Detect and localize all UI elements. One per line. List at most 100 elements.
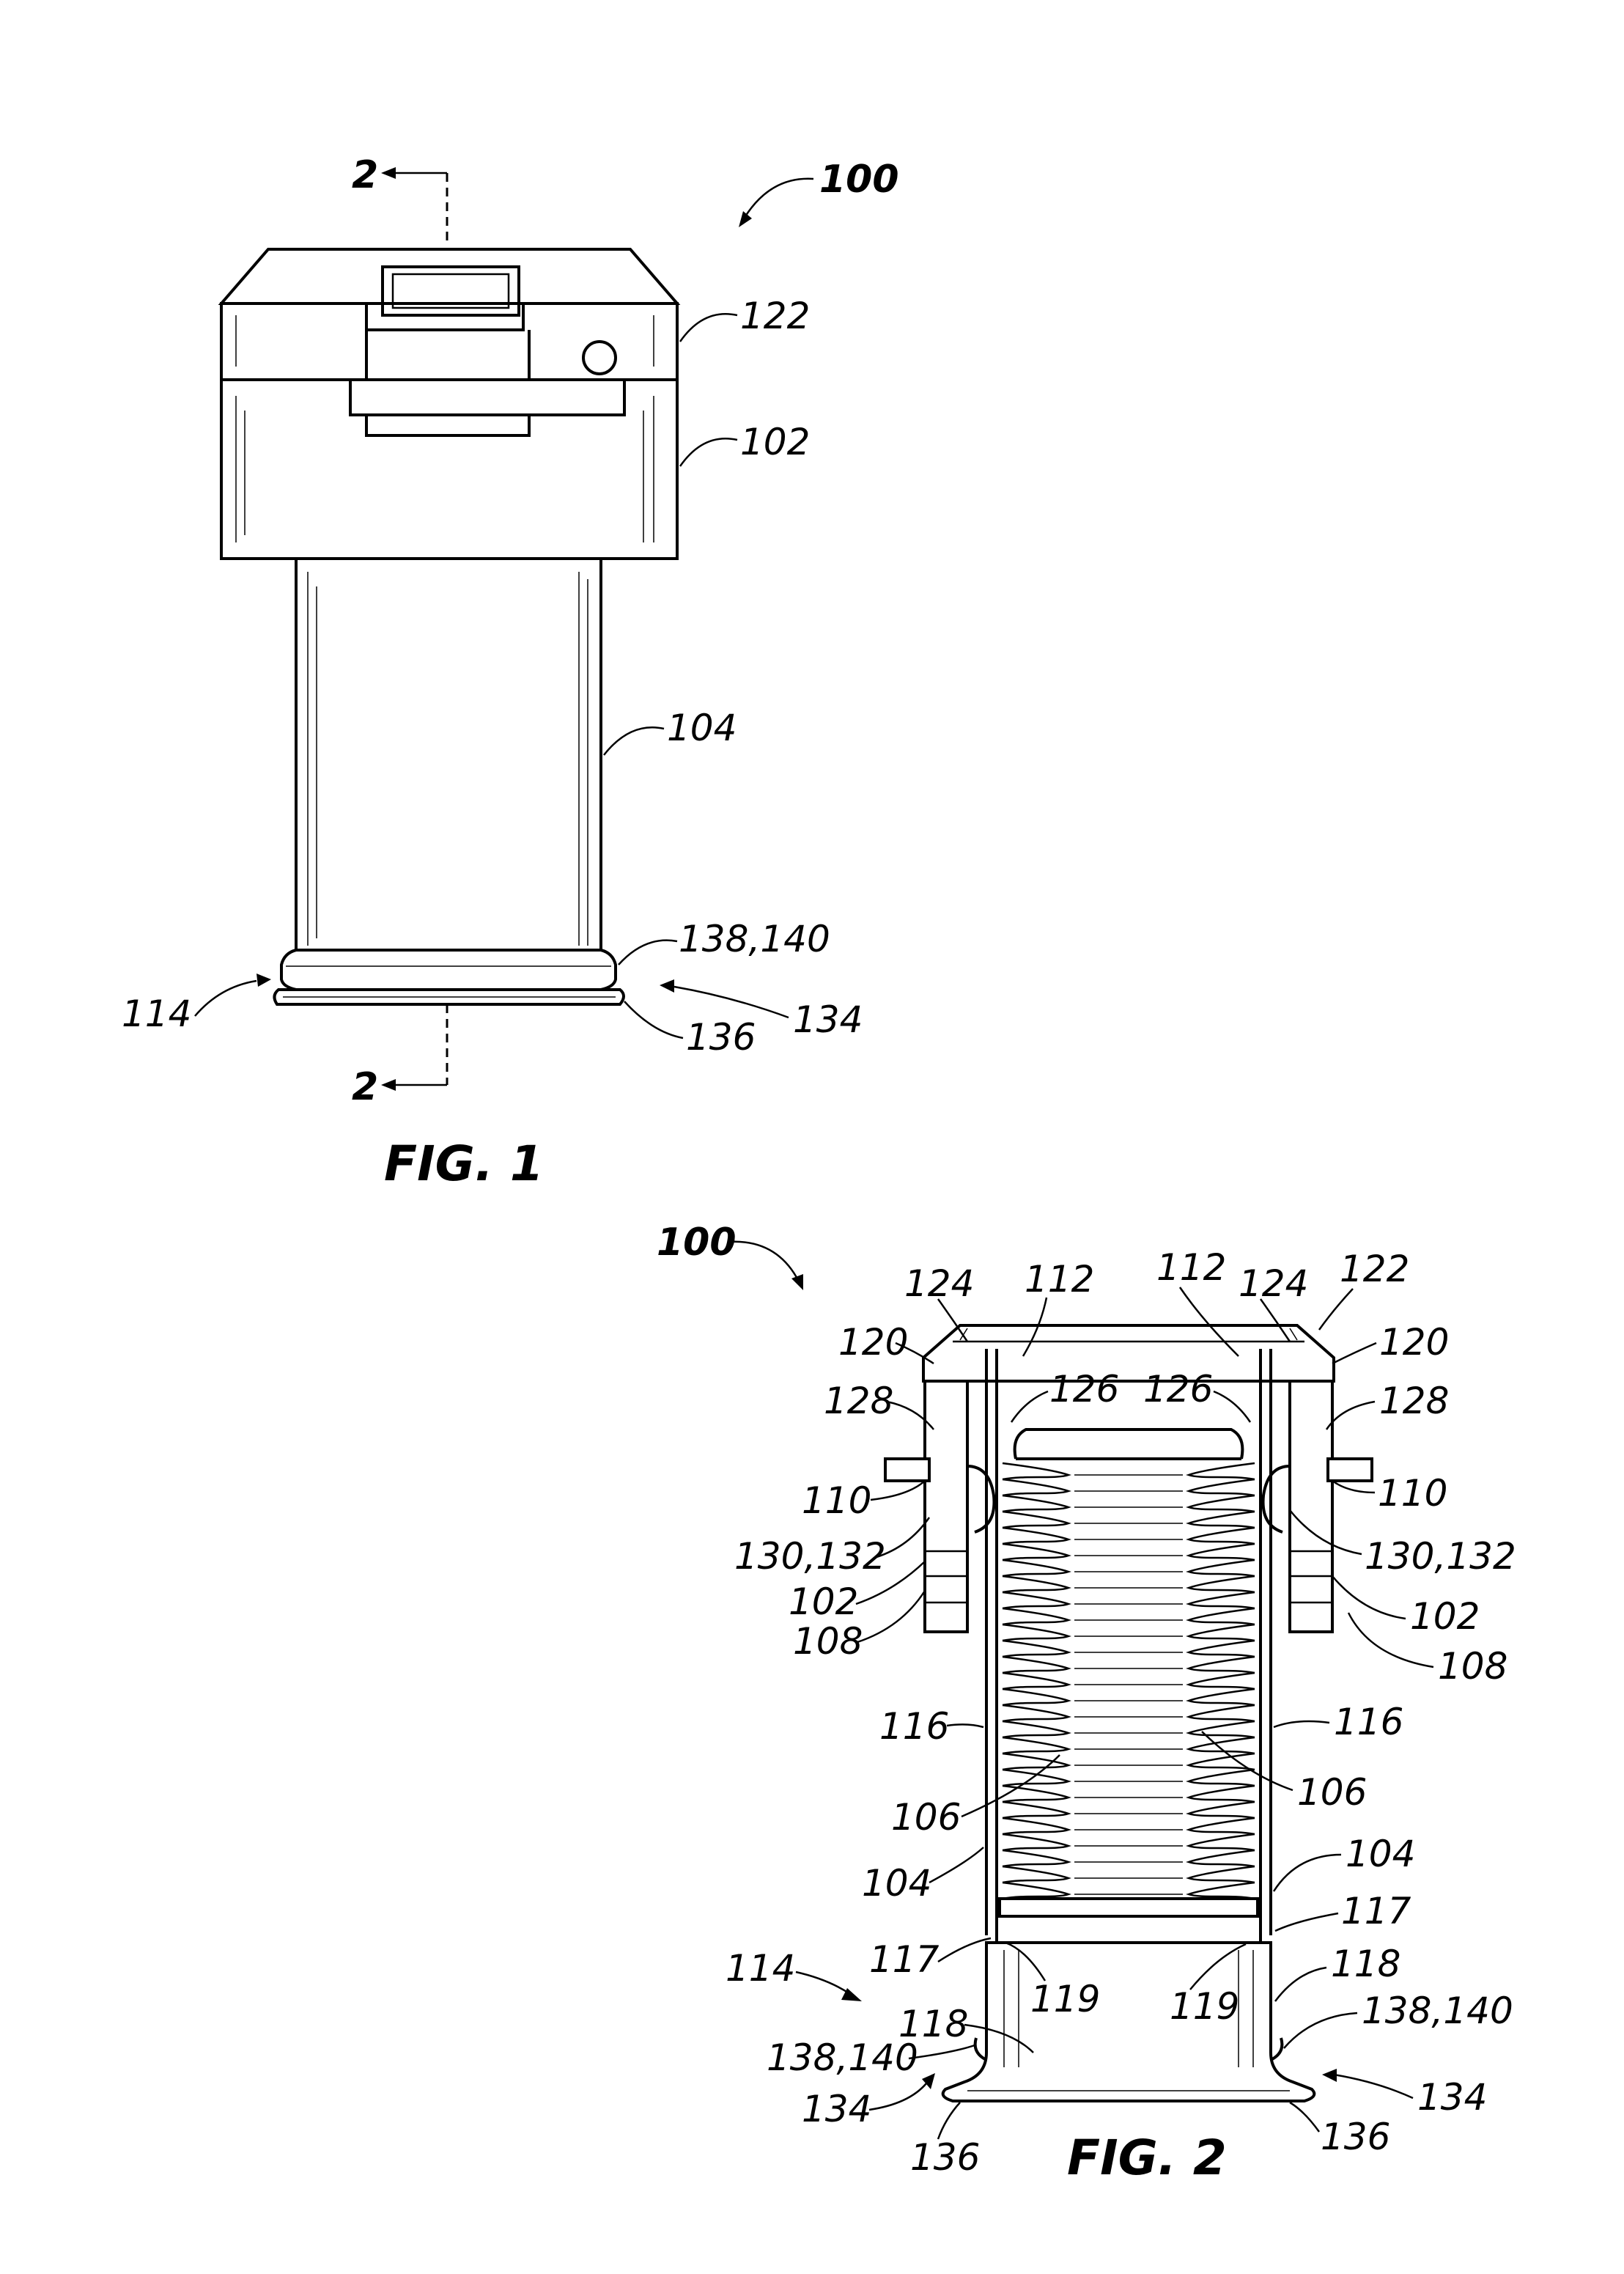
arrowhead-100 <box>739 211 752 227</box>
arrowhead-114 <box>256 974 271 987</box>
label-f2-124-left: 124 <box>904 1262 974 1305</box>
spring-coil-left <box>1003 1818 1068 1834</box>
label-136: 136 <box>686 1016 756 1059</box>
leader-f2-108-left <box>857 1591 925 1642</box>
latch-lower <box>366 415 529 435</box>
figure-1-title: FIG. 1 <box>384 1136 544 1192</box>
label-f2-112-left: 112 <box>1025 1258 1094 1300</box>
spring-coil-right <box>1189 1705 1255 1721</box>
arrowhead-f2-134-right <box>1322 2069 1337 2082</box>
section-mark-bottom: 2 <box>352 1065 378 1109</box>
section-arrowhead-bottom <box>381 1079 396 1091</box>
spring-coil-right <box>1189 1721 1255 1737</box>
leader-f2-114 <box>796 1972 850 1994</box>
spring-coil-left <box>1003 1657 1068 1673</box>
f2-bead-left <box>975 2038 986 2060</box>
label-f2-102-right: 102 <box>1410 1595 1480 1638</box>
label-f2-128-left: 128 <box>824 1380 893 1422</box>
leader-f2-136-left <box>938 2102 960 2139</box>
f2-latch-left <box>885 1459 929 1481</box>
label-f2-100: 100 <box>657 1221 737 1265</box>
leader-f2-110-right <box>1332 1481 1375 1493</box>
spring-coil-left <box>1003 1592 1068 1608</box>
leader-f2-110-left <box>871 1481 925 1500</box>
spring-coil-left <box>1003 1608 1068 1624</box>
spring-coil-left <box>1003 1866 1068 1883</box>
leader-f2-138-left <box>909 2045 975 2058</box>
leader-136 <box>624 1001 683 1038</box>
label-f2-130-left: 130,132 <box>734 1535 886 1578</box>
arrowhead-134 <box>660 979 674 993</box>
leader-f2-126-right <box>1214 1391 1250 1422</box>
label-f2-120-right: 120 <box>1379 1321 1449 1364</box>
label-122: 122 <box>740 295 810 337</box>
label-f2-104-left: 104 <box>862 1862 931 1905</box>
spring-coil-right <box>1189 1737 1255 1754</box>
spring-coil-right <box>1189 1560 1255 1576</box>
arrowhead-f2-100 <box>791 1274 803 1290</box>
spring-coil-left <box>1003 1560 1068 1576</box>
label-100: 100 <box>819 158 899 202</box>
leader-f2-117-right <box>1275 1913 1338 1931</box>
f2-seal-right <box>1263 1466 1290 1532</box>
label-f2-116-right: 116 <box>1334 1701 1403 1743</box>
spring-coil-right <box>1189 1641 1255 1657</box>
spring-coil-right <box>1189 1463 1255 1479</box>
section-mark-top: 2 <box>352 153 378 197</box>
f2-seal-left <box>967 1466 994 1532</box>
spring-coil-right <box>1189 1657 1255 1673</box>
spring-coil-left <box>1003 1479 1068 1495</box>
label-f2-108-right: 108 <box>1438 1645 1507 1688</box>
tube <box>296 559 601 950</box>
f2-housing-left <box>925 1381 967 1632</box>
spring-coil-right <box>1189 1576 1255 1592</box>
leader-f2-104-left <box>929 1847 983 1883</box>
label-f2-117-left: 117 <box>869 1938 940 1981</box>
leader-f2-134-left <box>869 2083 926 2110</box>
label-134: 134 <box>793 998 863 1041</box>
label-f2-119-right: 119 <box>1170 1985 1239 2028</box>
label-f2-130-right: 130,132 <box>1365 1535 1516 1578</box>
spring-coil-right <box>1189 1495 1255 1512</box>
spring-coil-right <box>1189 1528 1255 1544</box>
f2-spring-base <box>1000 1899 1258 1916</box>
spring-coil-left <box>1003 1576 1068 1592</box>
leader-f2-100 <box>728 1242 799 1281</box>
label-f2-102-left: 102 <box>789 1581 858 1623</box>
leader-f2-104-right <box>1274 1855 1341 1891</box>
label-f2-112-right: 112 <box>1156 1246 1226 1289</box>
spring-coil-left <box>1003 1463 1068 1479</box>
leader-122 <box>680 314 737 342</box>
label-114: 114 <box>122 993 191 1035</box>
f2-latch-right <box>1328 1459 1372 1481</box>
spring-coil-right <box>1189 1883 1255 1899</box>
leader-f2-126-left <box>1011 1391 1048 1422</box>
label-f2-138-left: 138,140 <box>767 2036 918 2079</box>
label-f2-136-left: 136 <box>910 2136 980 2179</box>
spring-coil-left <box>1003 1786 1068 1802</box>
spring-coil-left <box>1003 1528 1068 1544</box>
label-f2-106-left: 106 <box>891 1796 961 1839</box>
label-138-140: 138,140 <box>679 918 830 960</box>
leader-f2-118-right <box>1275 1968 1326 2001</box>
leader-138-140 <box>619 941 677 965</box>
label-f2-120-left: 120 <box>838 1321 908 1364</box>
spring-coil-right <box>1189 1786 1255 1802</box>
spring-coil-right <box>1189 1624 1255 1641</box>
spring-coil-right <box>1189 1673 1255 1689</box>
f2-housing-right <box>1290 1381 1332 1632</box>
spring-coil-left <box>1003 1802 1068 1818</box>
spring-coil-right <box>1189 1689 1255 1705</box>
leader-f2-102-right <box>1332 1576 1406 1619</box>
leader-f2-116-right <box>1274 1721 1329 1727</box>
spring-coil-right <box>1189 1818 1255 1834</box>
label-f2-119-left: 119 <box>1030 1978 1100 2020</box>
leader-102 <box>680 438 737 466</box>
label-f2-122: 122 <box>1340 1248 1409 1290</box>
spring-coil-left <box>1003 1834 1068 1850</box>
figure-2: 100 <box>657 1221 1516 2186</box>
label-f2-128-right: 128 <box>1379 1380 1449 1422</box>
spring-coil-right <box>1189 1866 1255 1883</box>
f2-bead-right <box>1271 2038 1282 2060</box>
